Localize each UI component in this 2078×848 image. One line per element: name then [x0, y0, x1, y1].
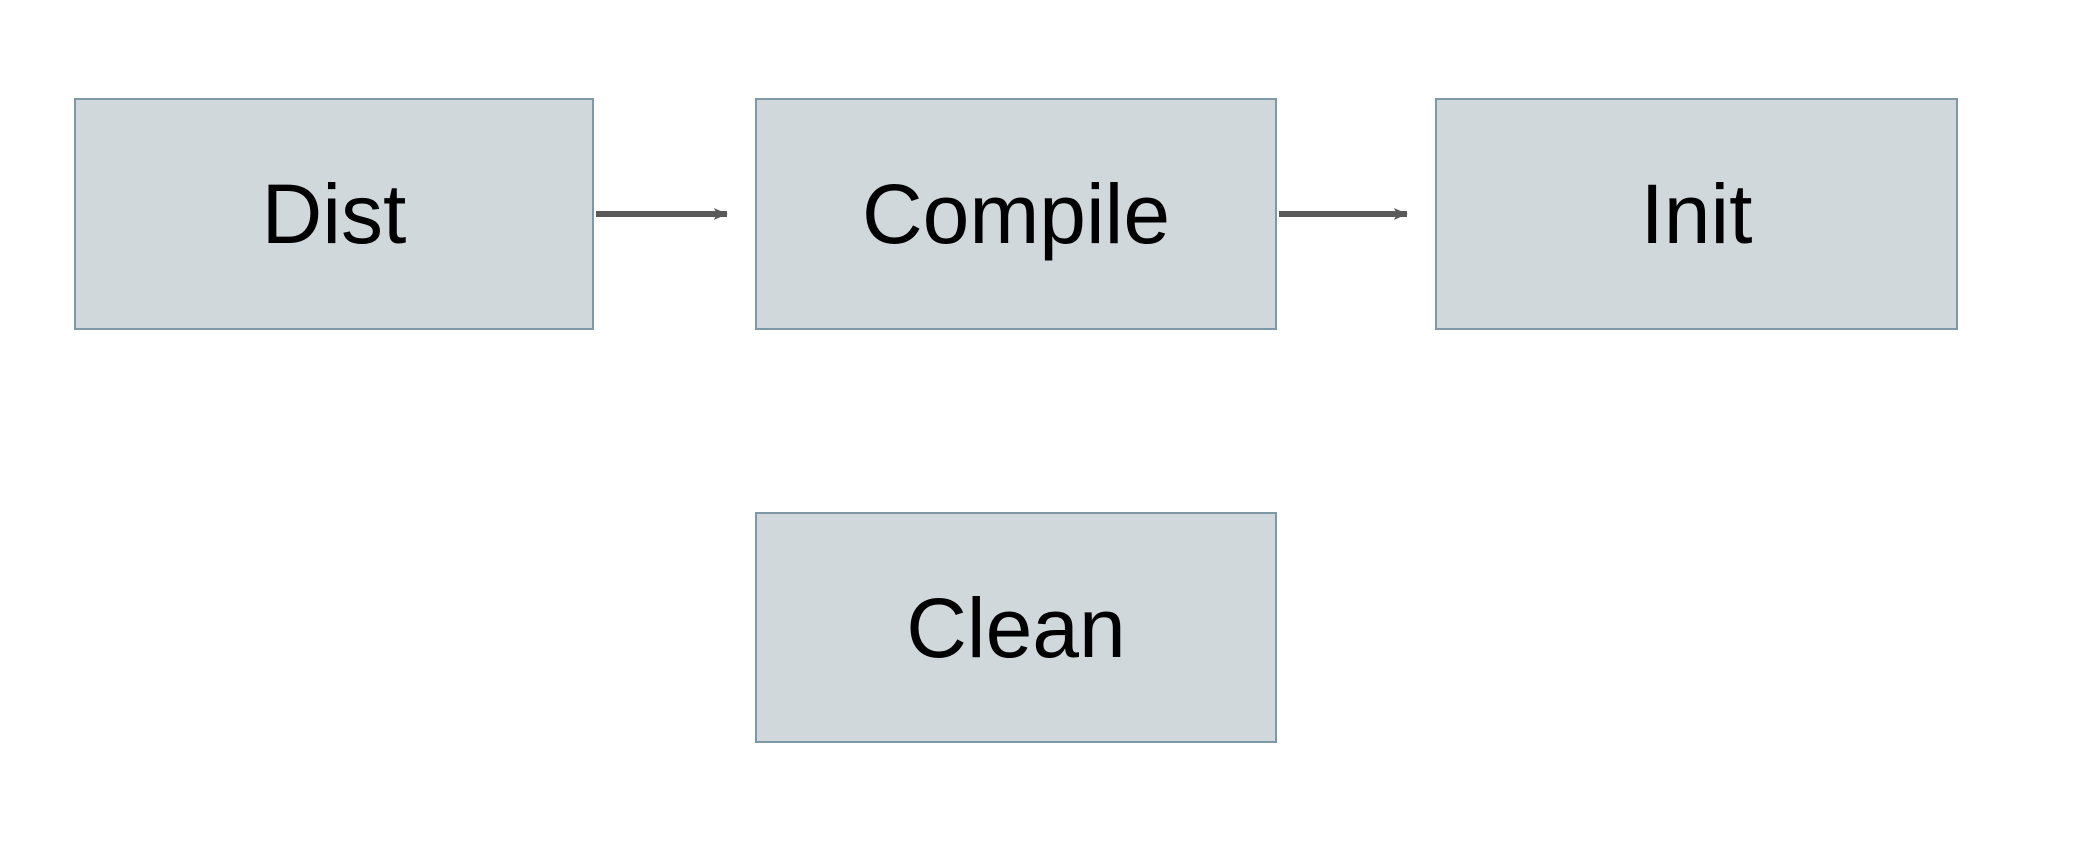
node-compile-label: Compile: [861, 167, 1171, 261]
node-clean[interactable]: Clean: [755, 512, 1277, 743]
node-dist-label: Dist: [261, 167, 407, 261]
node-clean-label: Clean: [906, 580, 1126, 675]
node-dist[interactable]: Dist: [74, 98, 594, 330]
node-compile[interactable]: Compile: [755, 98, 1277, 330]
node-init[interactable]: Init: [1435, 98, 1958, 330]
node-init-label: Init: [1640, 167, 1753, 261]
